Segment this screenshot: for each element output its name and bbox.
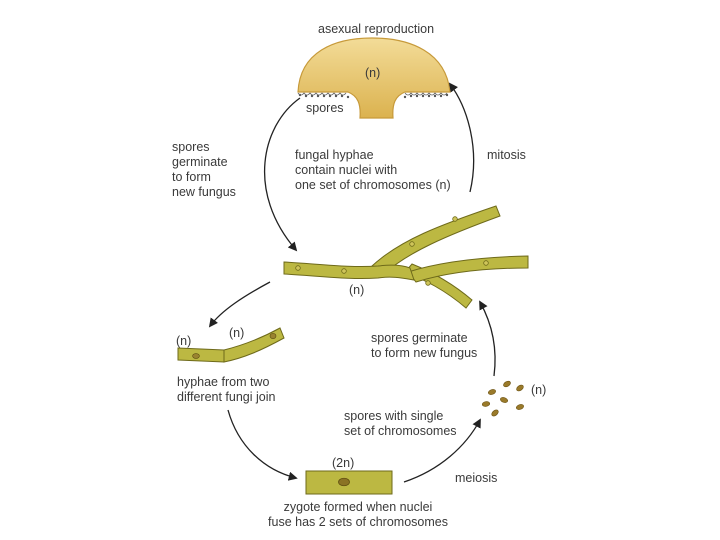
hypha-branch-right [407, 255, 529, 283]
mushroom-sporangium [297, 37, 451, 119]
label-asexual-reproduction: asexual reproduction [318, 22, 435, 36]
arrow-hypha-to-join [208, 281, 271, 328]
label-spores-germinate-left: spores germinate to form new fungus [172, 140, 236, 199]
hypha-main-body [283, 261, 415, 281]
label-n-left: (n) [176, 334, 192, 348]
label-spores: spores [306, 101, 344, 115]
arrow-meiosis [403, 418, 481, 483]
label-hyphae-join: hyphae from two different fungi join [177, 375, 276, 404]
arrow-mitosis [448, 82, 475, 193]
hypha-network-main [283, 205, 529, 309]
spore-dots-row [298, 93, 449, 99]
arrow-spores-to-hypha [263, 97, 301, 252]
label-n-mushroom: (n) [365, 66, 381, 80]
label-spores-single-set: spores with single set of chromosomes [344, 409, 457, 438]
label-spores-germinate-right: spores germinate to form new fungus [371, 331, 478, 360]
joining-hyphae [177, 327, 285, 363]
hypha-branch-upper [371, 205, 501, 275]
spore-scallop-line [297, 92, 448, 96]
label-n-hypha: (n) [349, 283, 365, 297]
label-n-spores: (n) [531, 383, 547, 397]
label-n-left2: (n) [229, 326, 245, 340]
haploid-spores [481, 380, 524, 417]
hypha-nuclei [295, 216, 489, 286]
hypha-left-short [177, 347, 225, 363]
label-fungal-hyphae: fungal hyphae contain nuclei with one se… [295, 148, 451, 192]
label-2n: (2n) [332, 456, 355, 470]
zygote-nucleus [338, 477, 350, 487]
arrow-join-to-zygote [227, 409, 298, 481]
joining-nuclei [192, 333, 277, 359]
label-mitosis: mitosis [487, 148, 526, 162]
hypha-left-diagonal [223, 327, 285, 363]
cycle-arrows [208, 82, 496, 483]
label-meiosis: meiosis [455, 471, 498, 485]
arrow-spores-germinate-right [479, 300, 496, 377]
label-zygote: zygote formed when nuclei fuse has 2 set… [268, 500, 448, 529]
zygote-hypha [305, 470, 393, 495]
